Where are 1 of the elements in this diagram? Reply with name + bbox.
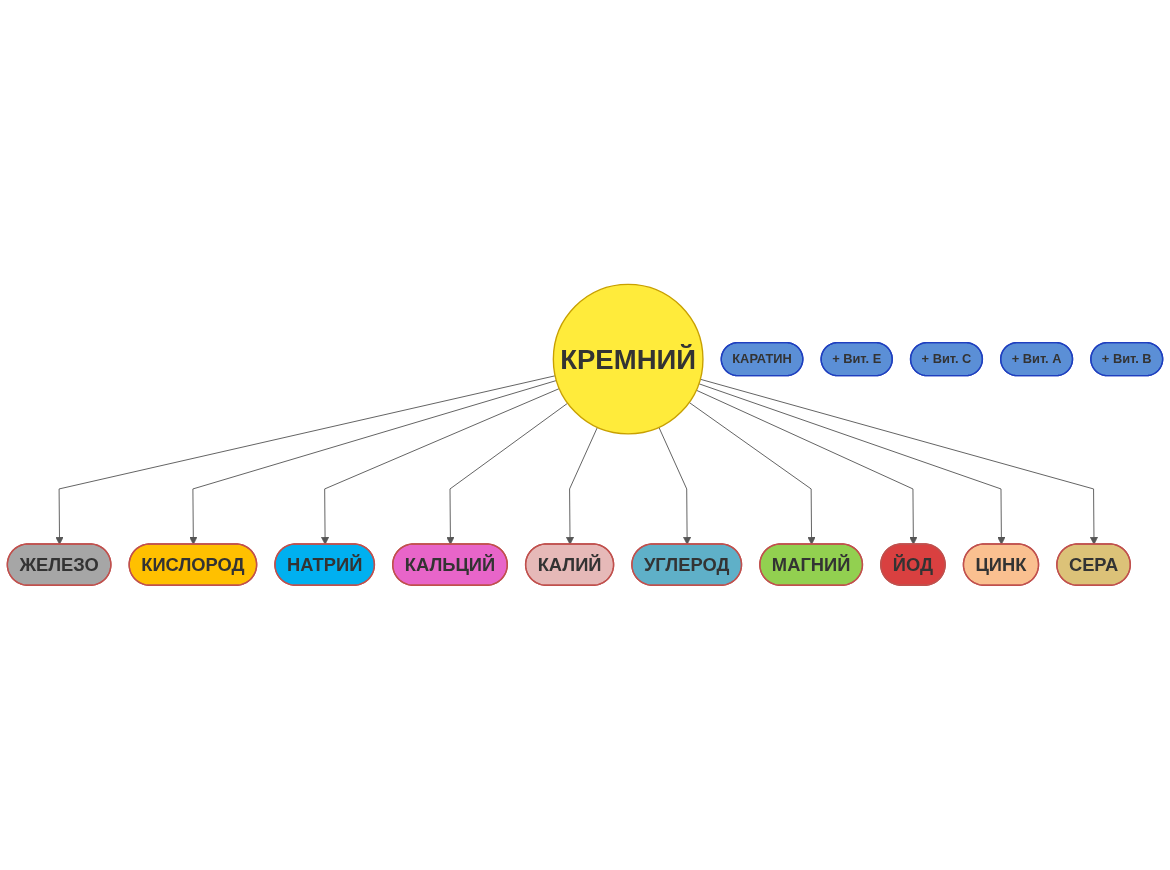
node-circle: КРЕМНИЙ — [552, 283, 704, 435]
